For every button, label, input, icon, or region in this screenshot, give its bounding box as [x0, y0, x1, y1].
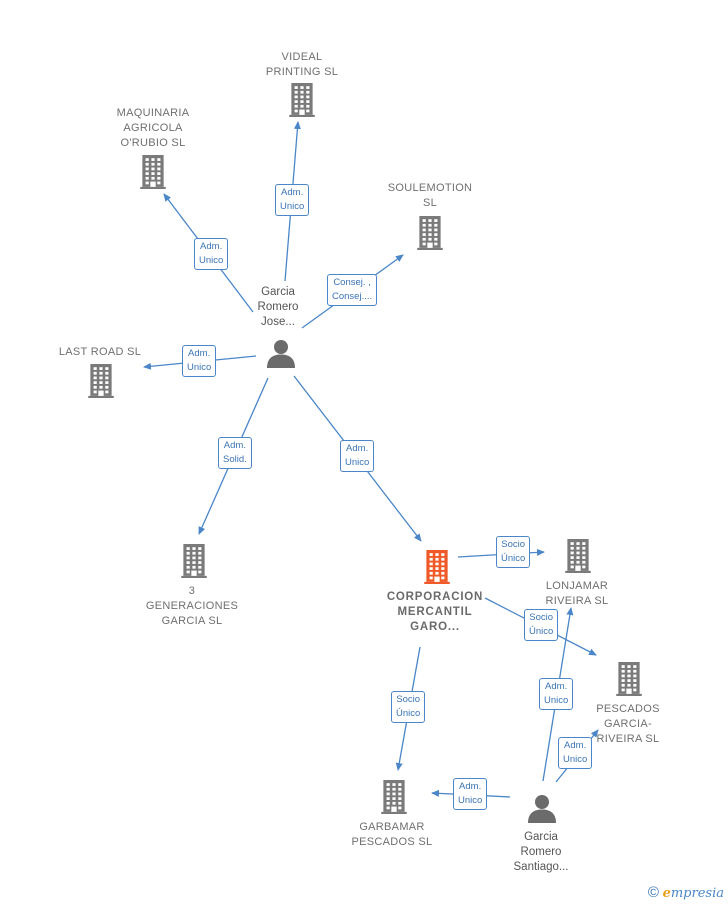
copyright-icon: ©: [647, 884, 659, 901]
node-label[interactable]: LONJAMAR RIVEIRA SL: [545, 580, 609, 607]
node-label[interactable]: 3 GENERACIONES GARCIA SL: [145, 585, 239, 627]
node-label[interactable]: CORPORACION MERCANTIL GARO...: [386, 591, 484, 633]
node-label[interactable]: Garcia Romero Jose...: [257, 286, 299, 328]
person-icon[interactable]: [527, 793, 557, 828]
edge-role-label[interactable]: Adm. Unico: [194, 238, 229, 270]
edge-role-label[interactable]: Adm. Unico: [182, 345, 217, 377]
company-building-icon[interactable]: [140, 155, 166, 194]
node-label[interactable]: VIDEAL PRINTING SL: [265, 51, 339, 78]
person-icon[interactable]: [266, 338, 296, 373]
node-label[interactable]: GARBAMAR PESCADOS SL: [351, 821, 433, 848]
brand-logo-initial: e: [662, 886, 671, 901]
edge-role-label[interactable]: Adm. Unico: [558, 737, 593, 769]
edge-role-label[interactable]: Socio Único: [496, 536, 531, 568]
edge-role-label[interactable]: Adm. Unico: [275, 184, 310, 216]
edge-role-label[interactable]: Adm. Unico: [539, 678, 574, 710]
focus-company-building-icon[interactable]: [424, 550, 450, 589]
edge-role-label[interactable]: Socio Único: [391, 691, 426, 723]
company-building-icon[interactable]: [289, 83, 315, 122]
company-building-icon[interactable]: [381, 780, 407, 819]
node-label[interactable]: SOULEMOTION SL: [387, 182, 473, 209]
footer-brand[interactable]: © empresia: [648, 884, 724, 901]
edge-role-label[interactable]: Adm. Unico: [453, 778, 488, 810]
edge-role-label[interactable]: Adm. Unico: [340, 440, 375, 472]
edge-role-label[interactable]: Socio Único: [524, 609, 559, 641]
edge-role-label[interactable]: Adm. Solid.: [218, 437, 252, 469]
node-label[interactable]: MAQUINARIA AGRICOLA O'RUBIO SL: [116, 107, 190, 149]
company-building-icon[interactable]: [417, 216, 443, 255]
company-building-icon[interactable]: [565, 539, 591, 578]
company-building-icon[interactable]: [181, 544, 207, 583]
company-building-icon[interactable]: [88, 364, 114, 403]
company-building-icon[interactable]: [616, 662, 642, 701]
node-label[interactable]: LAST ROAD SL: [58, 346, 142, 358]
brand-logo-text: mpresia: [670, 886, 724, 901]
node-label[interactable]: PESCADOS GARCIA- RIVEIRA SL: [596, 703, 660, 745]
node-label[interactable]: Garcia Romero Santiago...: [513, 831, 569, 873]
edge-role-label[interactable]: Consej. , Consej....: [327, 274, 378, 306]
